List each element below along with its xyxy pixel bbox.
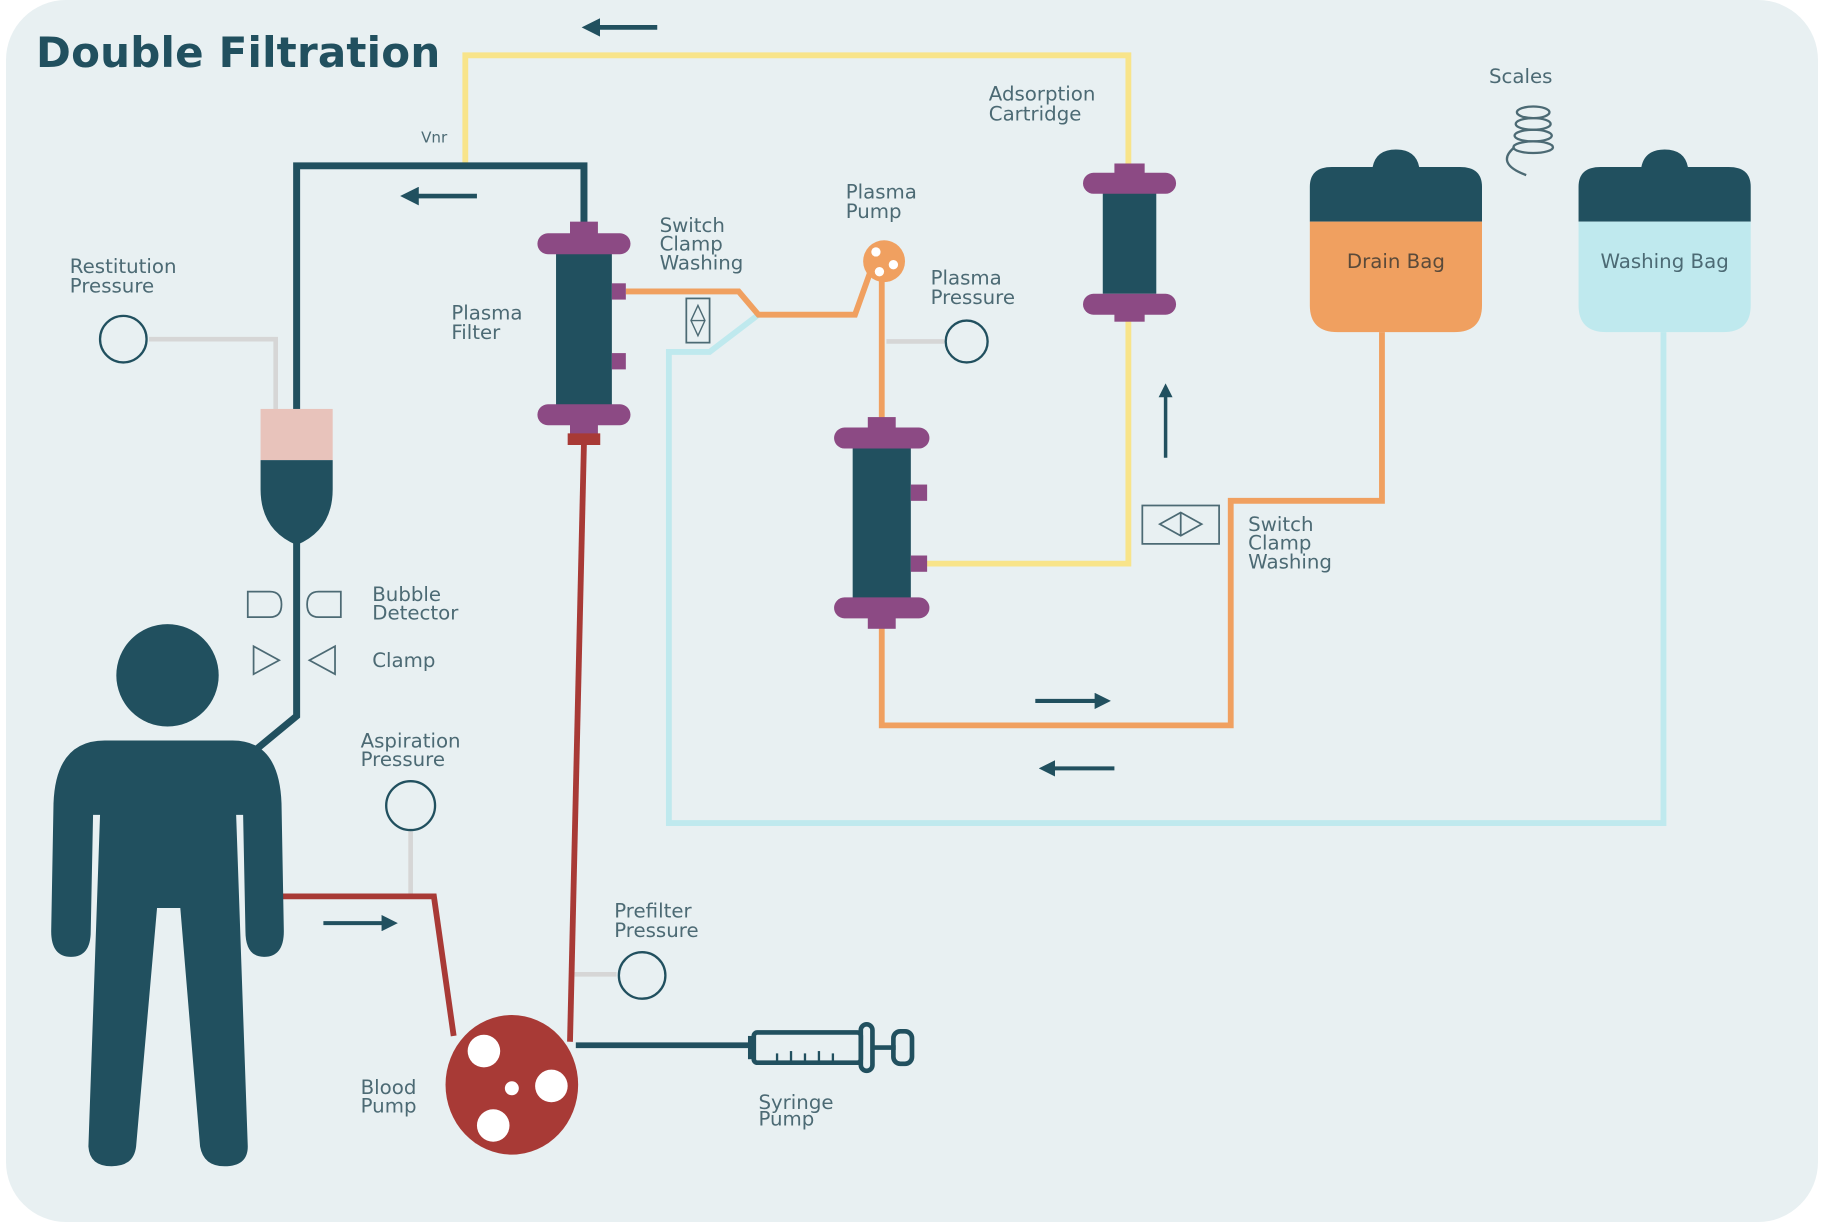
plasma-pump[interactable] (863, 240, 906, 283)
bubble-detector-icon (246, 590, 342, 619)
plasma-filter[interactable] (537, 221, 631, 445)
plasma-filter-label: Plasma Filter (451, 301, 528, 344)
switch-clamp-valve-1[interactable] (685, 297, 711, 344)
drain-line (878, 332, 1385, 729)
prefilter-pressure-label: Prefilter Pressure (614, 899, 698, 942)
syringe-pump-label: Syringe Pump (758, 1091, 839, 1130)
arterial-line (279, 893, 457, 1037)
blood-pump[interactable] (445, 1015, 579, 1155)
restitution-pressure-label: Restitution Pressure (70, 255, 183, 298)
switch-clamp-washing-label-1: Switch Clamp Washing (660, 214, 744, 274)
patient-figure-icon (51, 624, 284, 1167)
clamp-icon (252, 644, 336, 676)
adsorption-output-line (462, 52, 1132, 164)
venous-return-line (293, 162, 588, 411)
blood-to-filter-line (567, 442, 587, 1042)
drain-bag-label: Drain Bag (1347, 250, 1445, 273)
adsorption-return-line (918, 303, 1132, 567)
bubble-detector-label: Bubble Detector (372, 583, 459, 625)
restitution-pressure-gauge[interactable] (98, 314, 148, 364)
scales-spring-icon (1505, 105, 1555, 177)
adsorption-cartridge[interactable] (1083, 163, 1177, 322)
syringe-pump-icon[interactable] (747, 1021, 915, 1074)
plasma-line-1 (625, 264, 876, 318)
drain-bag[interactable] (1309, 149, 1482, 333)
blood-pump-label: Blood Pump (361, 1076, 423, 1118)
venous-to-patient-line (247, 535, 301, 758)
prefilter-pressure-gauge[interactable] (617, 951, 667, 1000)
adsorption-cartridge-label: Adsorption Cartridge (989, 83, 1102, 126)
switch-clamp-valve-2[interactable] (1141, 504, 1220, 545)
plasma-pump-label: Plasma Pump (846, 180, 923, 223)
page-title: Double Filtration (36, 28, 441, 77)
switch-clamp-washing-label-2: Switch Clamp Washing (1248, 513, 1332, 573)
plasma-pressure-gauge[interactable] (944, 319, 989, 364)
washing-bag[interactable] (1578, 149, 1751, 333)
clamp-label: Clamp (372, 649, 435, 672)
restitution-tap (148, 336, 279, 411)
aspiration-pressure-label: Aspiration Pressure (361, 729, 467, 771)
aspiration-pressure-gauge[interactable] (385, 780, 437, 832)
plasma-pressure-label: Plasma Pressure (931, 266, 1015, 309)
drip-chamber (260, 408, 333, 546)
vnr-label: Vnr (421, 129, 448, 147)
washing-bag-label: Washing Bag (1600, 250, 1728, 273)
fractionation-filter[interactable] (834, 417, 930, 629)
scales-label: Scales (1489, 65, 1552, 88)
washing-line (665, 312, 1667, 826)
